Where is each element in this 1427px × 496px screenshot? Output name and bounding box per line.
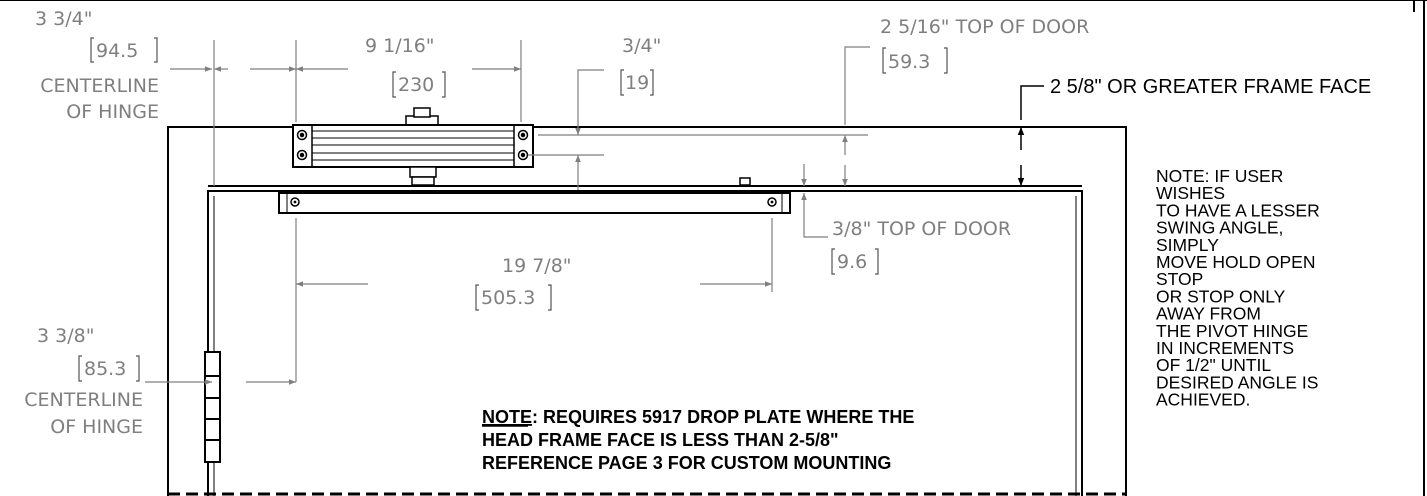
side-note-line: WISHES (1156, 183, 1225, 203)
side-note-line: IN INCREMENTS (1156, 338, 1294, 358)
dim-arm-length-inch: 19 7/8" (502, 255, 572, 277)
dim-arm-length-mm: 505.3 (481, 287, 535, 309)
dim-hinge-bottom-inch: 3 3/8" (37, 325, 94, 347)
hinge (204, 351, 221, 463)
dim-top-of-door-mm: 59.3 (888, 51, 930, 73)
bracket-left (78, 355, 82, 382)
side-note-line: STOP (1156, 269, 1203, 289)
svg-text:NOTE: REQUIRES 5917 DROP PLATE: NOTE: REQUIRES 5917 DROP PLATE WHERE THE (482, 407, 914, 427)
side-note-line: ACHIEVED. (1156, 390, 1250, 410)
bracket-left (882, 47, 886, 74)
side-note-line: SWING ANGLE, (1156, 218, 1283, 238)
closer-screws (296, 129, 529, 161)
side-note-line: NOTE: IF USER (1156, 166, 1283, 186)
dim-arm-offset-inch: 3/8" TOP OF DOOR (832, 218, 1011, 240)
closer-body (292, 107, 534, 186)
dim-closer-length-mm: 230 (398, 74, 434, 96)
note-line-3: REFERENCE PAGE 3 FOR CUSTOM MOUNTING (482, 453, 891, 473)
bracket-left (90, 37, 94, 63)
dimension-arrows (145, 66, 1025, 385)
side-note-line: DESIRED ANGLE IS (1156, 372, 1318, 392)
note-prefix: NOTE (482, 407, 532, 427)
label-of-hinge-bottom: OF HINGE (50, 416, 143, 438)
label-frame-face: 2 5/8" OR GREATER FRAME FACE (1050, 76, 1371, 98)
side-note-line: AWAY FROM (1156, 304, 1261, 324)
dim-hinge-top-inch: 3 3/4" (35, 8, 92, 30)
bracket-right (875, 248, 879, 275)
label-centerline-bottom: CENTERLINE (24, 389, 143, 411)
bracket-right (650, 69, 654, 96)
dim-hinge-bottom-mm: 85.3 (84, 358, 126, 380)
label-of-hinge-top: OF HINGE (66, 101, 159, 123)
bracket-right (944, 47, 948, 74)
arm-plate (278, 177, 791, 214)
door-frame (167, 126, 1127, 496)
note-line-2: HEAD FRAME FACE IS LESS THAN 2-5/8" (482, 430, 839, 450)
bracket-left (620, 69, 624, 96)
drop-plate-note: NOTE: REQUIRES 5917 DROP PLATE WHERE THE… (482, 407, 914, 473)
extension-lines (213, 40, 868, 382)
dim-closer-offset-inch: 3/4" (622, 35, 661, 57)
dim-closer-offset-mm: 19 (625, 72, 649, 94)
bracket-left (831, 248, 835, 275)
bracket-left (475, 284, 479, 311)
side-note-line: MOVE HOLD OPEN (1156, 252, 1315, 272)
side-note-line: SIMPLY (1156, 235, 1219, 255)
side-note-line: THE PIVOT HINGE (1156, 321, 1308, 341)
leader-lines (577, 46, 1044, 238)
dim-hinge-top-mm: 94.5 (96, 40, 138, 62)
bracket-right (154, 37, 158, 63)
note-line-1: : REQUIRES 5917 DROP PLATE WHERE THE (532, 407, 914, 427)
side-note-line: TO HAVE A LESSER (1156, 200, 1320, 220)
dim-arm-offset-mm: 9.6 (837, 251, 867, 273)
bracket-right (136, 355, 140, 382)
side-note-line: OF 1/2" UNTIL (1156, 355, 1271, 375)
dim-top-of-door-inch: 2 5/16" TOP OF DOOR (880, 16, 1089, 38)
side-note-line: OR STOP ONLY (1156, 286, 1286, 306)
dim-closer-length-inch: 9 1/16" (365, 35, 435, 57)
label-centerline-top: CENTERLINE (40, 75, 159, 97)
bracket-left (392, 71, 396, 98)
bracket-right (442, 71, 446, 98)
bracket-right (548, 284, 552, 311)
